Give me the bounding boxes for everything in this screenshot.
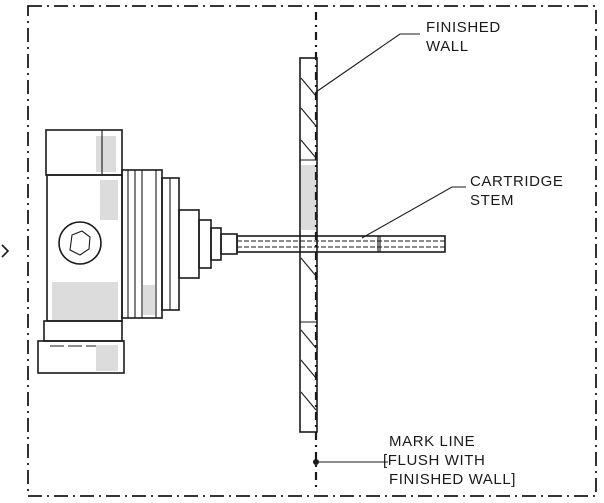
cartridge-stem-leader	[361, 186, 466, 239]
stem-assembly	[178, 209, 446, 279]
finished-wall-label: FINISHED WALL	[426, 19, 506, 55]
diagram-border	[27, 5, 597, 497]
valve-body	[37, 129, 180, 374]
finished-wall-leader	[315, 33, 420, 93]
cartridge-stem-label: CARTRIDGE STEM	[470, 173, 568, 209]
mark-line-label: MARK LINE [FLUSH WITH FINISHED WALL]	[383, 433, 516, 488]
mark-line-leader-dot	[313, 459, 319, 465]
finished-wall	[299, 57, 318, 433]
cartridge-stem	[236, 235, 446, 253]
left-pointer-arrow	[1, 244, 10, 258]
hex-socket	[58, 221, 102, 265]
